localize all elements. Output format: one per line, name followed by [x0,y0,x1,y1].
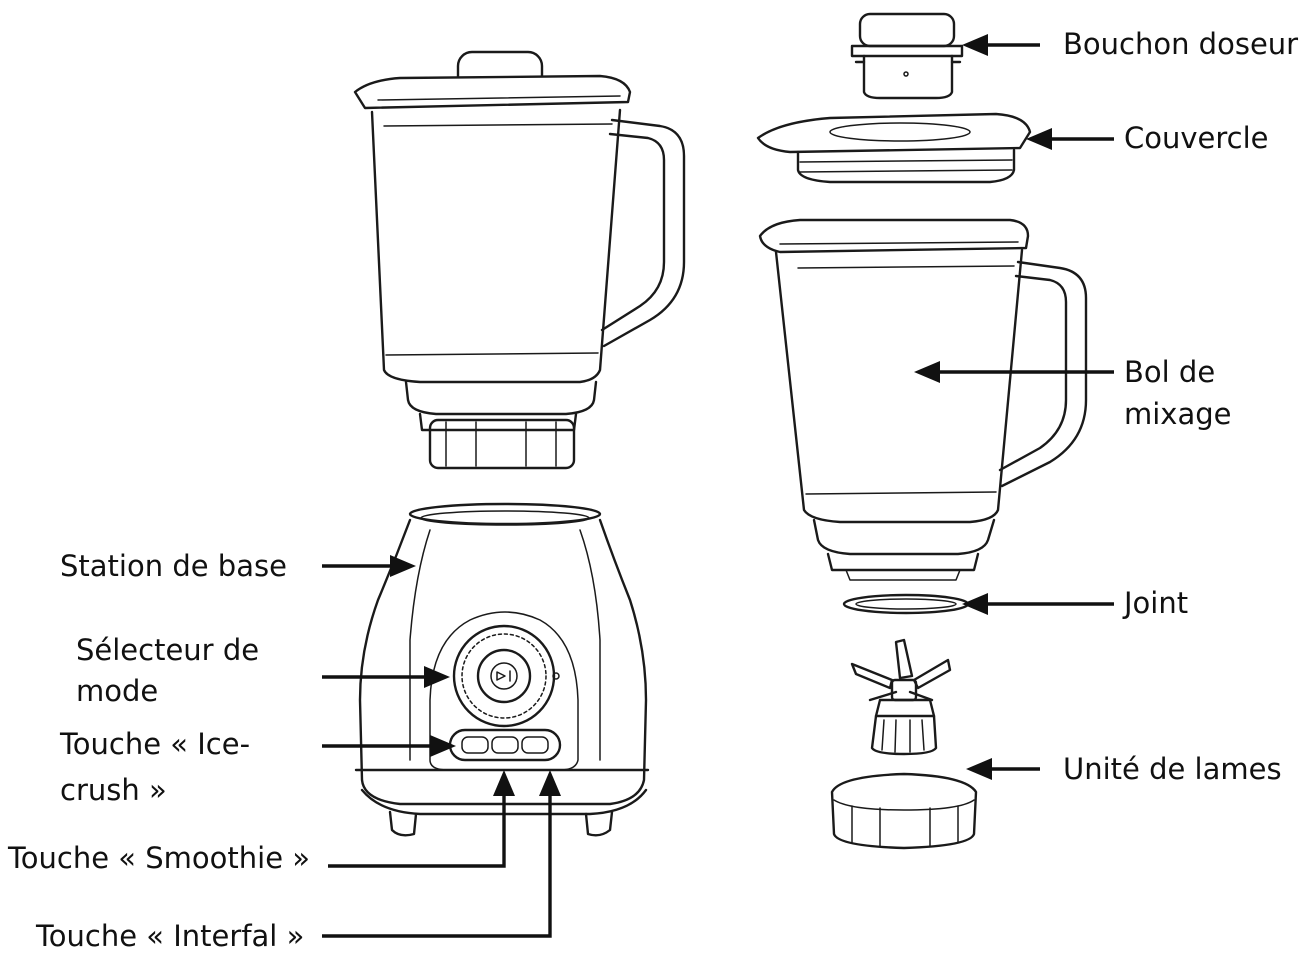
blade-unit-part [830,638,978,850]
label-selecteur-line1: Sélecteur de [76,633,260,667]
label-icecrush-line1: Touche « Ice- [60,727,251,761]
mode-selector-dial [452,624,556,728]
assembled-lid [353,74,632,110]
label-joint: Joint [1124,586,1189,620]
label-bouchon-doseur: Bouchon doseur [1063,27,1299,61]
label-touche-interfal: Touche « Interfal » [36,919,305,953]
button-strip [448,728,562,762]
measuring-cap-part [850,12,964,100]
label-unite-de-lames: Unité de lames [1063,752,1282,786]
label-bol-line1: Bol de [1124,355,1216,389]
mixing-bowl-part [758,218,1088,581]
label-selecteur-line2: mode [76,674,159,708]
assembled-jug [353,50,686,470]
label-couvercle: Couvercle [1124,121,1269,155]
label-bol-line2: mixage [1124,397,1232,431]
label-touche-smoothie: Touche « Smoothie » [8,841,311,875]
label-icecrush-line2: crush » [60,773,167,807]
label-station-de-base: Station de base [60,549,287,583]
lid-part [756,112,1032,184]
gasket-part [842,593,970,615]
leader-lines [322,34,1114,938]
